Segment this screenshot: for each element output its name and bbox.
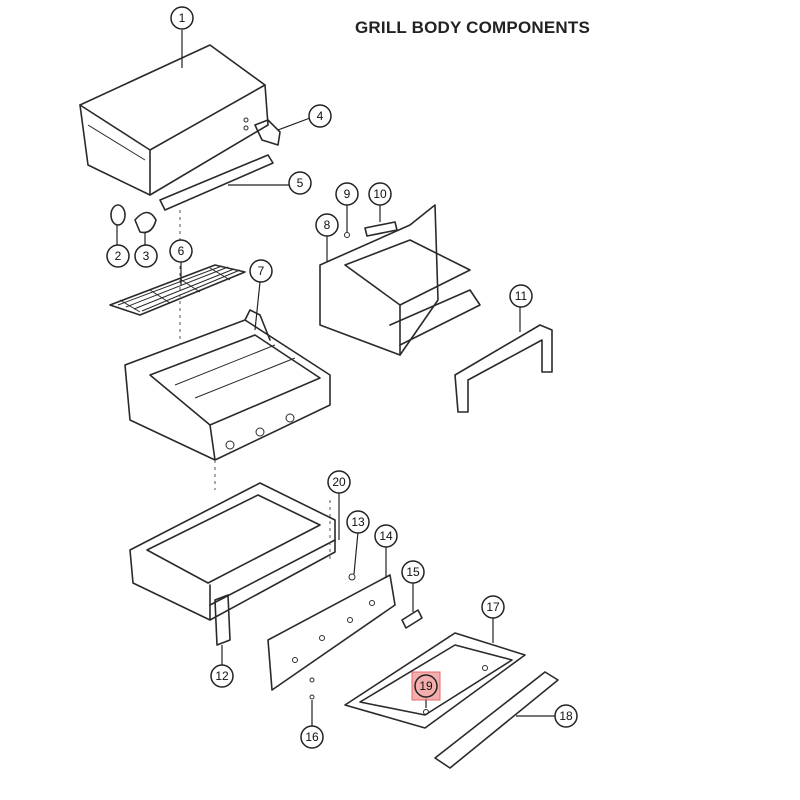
callout-10: 10 (368, 182, 392, 206)
callout-1: 1 (170, 6, 194, 30)
svg-text:12: 12 (215, 669, 229, 683)
svg-text:7: 7 (258, 264, 265, 278)
callout-12: 12 (210, 664, 234, 688)
part-cooking-grate (109, 264, 246, 316)
callout-7: 7 (249, 259, 273, 283)
callout-2: 2 (106, 244, 130, 268)
part-screw-16 (309, 677, 315, 700)
part-shelf-front (434, 671, 559, 769)
part-handle (159, 154, 274, 211)
svg-text:19: 19 (419, 679, 433, 693)
svg-text:1: 1 (179, 11, 186, 25)
callout-11: 11 (509, 284, 533, 308)
diagram-title: GRILL BODY COMPONENTS (355, 18, 590, 37)
callout-13: 13 (346, 510, 370, 534)
svg-text:17: 17 (486, 600, 500, 614)
callout-17: 17 (481, 595, 505, 619)
svg-text:4: 4 (317, 109, 324, 123)
svg-text:15: 15 (406, 565, 420, 579)
callout-19: 19 (414, 674, 438, 698)
svg-text:16: 16 (305, 730, 319, 744)
part-bezel (134, 211, 157, 234)
callout-4: 4 (308, 104, 332, 128)
highlight-box (411, 671, 441, 701)
svg-text:9: 9 (344, 187, 351, 201)
part-side-burner (319, 204, 481, 356)
callout-20: 20 (327, 470, 351, 494)
svg-text:5: 5 (297, 176, 304, 190)
svg-text:11: 11 (515, 289, 528, 303)
part-door-handle (454, 324, 553, 413)
callout-18: 18 (554, 704, 578, 728)
svg-text:10: 10 (373, 187, 387, 201)
svg-text:14: 14 (379, 529, 393, 543)
part-igniter (344, 203, 350, 238)
part-cart-body (129, 482, 336, 621)
part-burner-knob (364, 221, 398, 237)
part-screw-19 (423, 665, 488, 715)
svg-text:3: 3 (143, 249, 150, 263)
svg-text:8: 8 (324, 218, 331, 232)
part-control-panel (267, 574, 396, 691)
part-hinge (243, 117, 281, 146)
part-thermometer (110, 204, 126, 226)
callout-8: 8 (315, 213, 339, 237)
svg-text:6: 6 (178, 244, 185, 258)
callout-6: 6 (169, 239, 193, 263)
callout-14: 14 (374, 524, 398, 548)
svg-text:20: 20 (332, 475, 346, 489)
part-corner-post (214, 594, 231, 646)
svg-text:18: 18 (559, 709, 573, 723)
svg-text:2: 2 (115, 249, 122, 263)
part-drip-tray (344, 632, 526, 729)
callout-16: 16 (300, 725, 324, 749)
callout-15: 15 (401, 560, 425, 584)
callout-9: 9 (335, 182, 359, 206)
svg-text:13: 13 (351, 515, 365, 529)
part-firebox (124, 309, 331, 461)
part-valve-knob (401, 609, 423, 629)
part-hood (79, 44, 269, 196)
callout-5: 5 (288, 171, 312, 195)
part-screw-13 (348, 573, 356, 581)
callout-3: 3 (134, 244, 158, 268)
